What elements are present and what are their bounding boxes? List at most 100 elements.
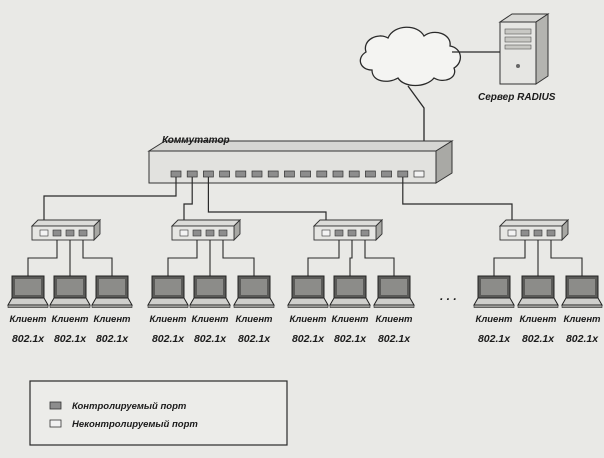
protocol-label: 802.1x: [378, 333, 411, 345]
controlled-port: [347, 229, 357, 237]
controlled-port: [348, 170, 360, 178]
client-label: Клиент: [375, 314, 413, 325]
switch-hub-wire: [402, 177, 513, 226]
controlled-port: [365, 170, 376, 178]
client-label: Клиент: [9, 314, 47, 325]
controlled-port: [334, 229, 344, 237]
controlled-port: [267, 170, 279, 178]
controlled-port: [78, 229, 88, 237]
switch-chassis-icon: [147, 140, 454, 184]
network-cloud-icon: [359, 26, 461, 87]
uncontrolled-port: [39, 229, 49, 237]
controlled-port: [381, 170, 392, 178]
controlled-port: [300, 170, 311, 178]
legend-controlled-label: Контролируемый порт: [72, 401, 187, 412]
switch-hub-wire: [207, 177, 327, 226]
laptop-icon: Клиент 802.1x: [364, 240, 415, 345]
client-label: Клиент: [289, 314, 327, 325]
laptop-icon: Клиент 802.1x: [287, 240, 340, 345]
server-tower-icon: [498, 13, 550, 85]
laptop-icon: Клиент 802.1x: [49, 240, 91, 345]
laptop-icon: Клиент 802.1x: [550, 240, 603, 345]
client-label: Клиент: [51, 314, 89, 325]
hub-laptop-wire: [364, 240, 395, 276]
laptop-icon: Клиент 802.1x: [517, 240, 559, 345]
protocol-label: 802.1x: [522, 333, 555, 345]
switch-hub-wire: [183, 177, 193, 226]
controlled-port: [332, 170, 344, 178]
client-label: Клиент: [93, 314, 131, 325]
protocol-label: 802.1x: [238, 333, 271, 345]
laptop-icon: Клиент 802.1x: [473, 240, 526, 345]
hub-icon: [30, 218, 102, 242]
controlled-port: [316, 170, 328, 178]
client-label: Клиент: [475, 314, 513, 325]
client-label: Клиент: [519, 314, 557, 325]
protocol-label: 802.1x: [12, 333, 45, 345]
hub-icon: [170, 218, 242, 242]
hub-laptop-wire: [550, 240, 583, 276]
client-label: Клиент: [331, 314, 369, 325]
protocol-label: 802.1x: [194, 333, 227, 345]
controlled-port: [284, 170, 295, 178]
controlled-port: [235, 170, 247, 178]
laptop-icon: Клиент 802.1x: [7, 240, 58, 345]
controlled-port: [360, 229, 370, 237]
controlled-port: [170, 170, 182, 178]
controlled-port: [65, 229, 75, 237]
radius-server-label: Сервер RADIUS: [478, 92, 556, 103]
switch-hub-wire: [43, 177, 177, 226]
hub-laptop-wire: [493, 240, 526, 276]
laptop-icon: Клиент 802.1x: [82, 240, 133, 345]
controlled-port: [219, 170, 230, 178]
client-label: Клиент: [191, 314, 229, 325]
hub-icon: [312, 218, 384, 242]
protocol-label: 802.1x: [96, 333, 129, 345]
client-label: Клиент: [563, 314, 601, 325]
protocol-label: 802.1x: [292, 333, 325, 345]
ellipsis-text: . . .: [440, 289, 457, 303]
laptop-icon: Клиент 802.1x: [189, 240, 231, 345]
hub-laptop-wire: [27, 240, 58, 276]
switch-label: Коммутатор: [162, 135, 230, 146]
controlled-port: [203, 170, 214, 178]
controlled-port: [546, 229, 556, 237]
controlled-port: [52, 229, 62, 237]
hub-laptop-wire: [167, 240, 198, 276]
laptop-icon: Клиент 802.1x: [147, 240, 198, 345]
hub-laptop-wire: [222, 240, 255, 276]
controlled-port: [533, 229, 543, 237]
protocol-label: 802.1x: [152, 333, 185, 345]
uncontrolled-port: [179, 229, 189, 237]
hub-laptop-wire: [307, 240, 340, 276]
hub-laptop-wire: [82, 240, 113, 276]
controlled-port: [520, 229, 530, 237]
controlled-port: [205, 229, 215, 237]
protocol-label: 802.1x: [334, 333, 367, 345]
protocol-label: 802.1x: [566, 333, 599, 345]
laptop-group: Клиент802.1xКлиент802.1xКлиент802.1xКлие…: [7, 240, 603, 345]
wire-group: [43, 177, 513, 226]
legend-uncontrolled-label: Неконтролируемый порт: [72, 419, 198, 430]
legend-uncontrolled-swatch: [49, 419, 62, 428]
hub-laptop-wire: [349, 240, 353, 276]
controlled-port: [186, 170, 198, 178]
controlled-port: [251, 170, 263, 178]
client-label: Клиент: [235, 314, 273, 325]
hub-icon: [498, 218, 570, 242]
hub-group: [30, 218, 570, 242]
uncontrolled-port: [507, 229, 517, 237]
uncontrolled-port: [321, 229, 331, 237]
protocol-label: 802.1x: [54, 333, 87, 345]
protocol-label: 802.1x: [478, 333, 511, 345]
switch-port-group: [170, 170, 425, 178]
controlled-port: [397, 170, 409, 178]
legend-box: Контролируемый порт Неконтролируемый пор…: [29, 380, 288, 446]
uncontrolled-port: [413, 170, 425, 178]
legend-controlled-swatch: [49, 401, 62, 410]
client-label: Клиент: [149, 314, 187, 325]
controlled-port: [192, 229, 202, 237]
laptop-icon: Клиент 802.1x: [222, 240, 275, 345]
controlled-port: [218, 229, 228, 237]
